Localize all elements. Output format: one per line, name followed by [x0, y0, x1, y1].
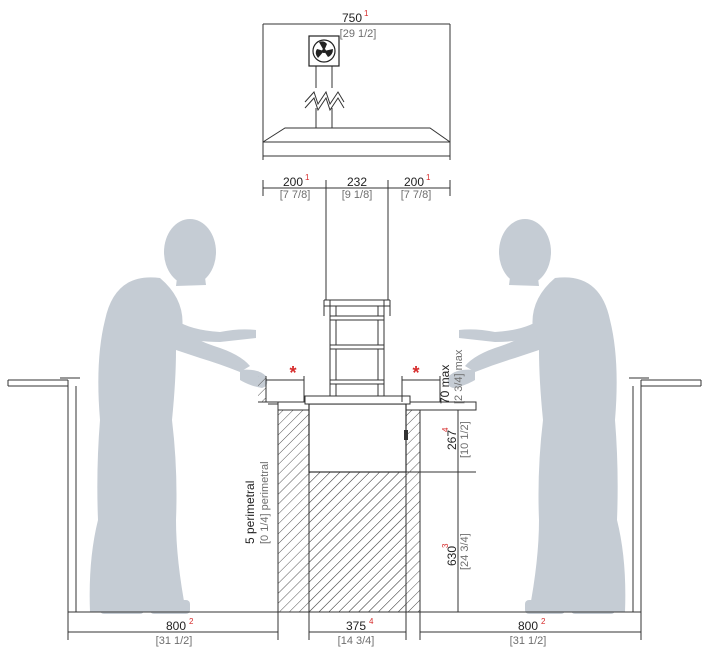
hood-left-in: [7 7/8]	[280, 189, 311, 201]
bottom-left-note: 2	[189, 617, 194, 626]
top-max-mm: 70 max	[438, 365, 452, 404]
clearance-asterisk-right: *	[412, 363, 419, 383]
extractor-fan-icon	[308, 35, 340, 67]
bottom-left-in: [31 1/2]	[156, 635, 193, 647]
bottom-center-mm: 375	[346, 619, 366, 633]
hood-center-in: [9 1/8]	[342, 189, 373, 201]
clearance-asterisk-left: *	[289, 363, 296, 383]
hood-left-note: 1	[305, 173, 310, 182]
hood-center-mm: 232	[347, 175, 367, 189]
bottom-right-note: 2	[541, 617, 546, 626]
hood-right-note: 1	[426, 173, 431, 182]
hood-width-dimension: 750 1 [29 1/2]	[340, 9, 377, 40]
top-max-in: [2 3/4] max	[453, 349, 465, 404]
perimeter-dimension: 5 perimetral [0 1/4] perimetral	[243, 403, 278, 544]
cooking-unit	[304, 299, 411, 473]
unit-height-note: 4	[441, 427, 450, 432]
bottom-right-in: [31 1/2]	[510, 635, 547, 647]
base-height-in: [24 3/4]	[459, 533, 471, 570]
unit-height-mm: 267	[445, 430, 459, 450]
worktop-left	[7, 377, 80, 612]
bottom-dimensions: 800 2 [31 1/2] 375 4 [14 3/4] 800 2 [31 …	[67, 612, 642, 647]
perimeter-in: [0 1/4] perimetral	[259, 461, 271, 544]
unit-height-dimension: 267 4 [10 1/2]	[406, 409, 476, 473]
hood-width-note: 1	[364, 9, 369, 18]
hood-width-in: [29 1/2]	[340, 28, 377, 40]
worktop-right	[629, 377, 702, 612]
clearance-mark-left: *	[258, 363, 305, 402]
clearance-mark-right: *	[401, 363, 441, 402]
extraction-hood	[262, 23, 451, 160]
hood-width-mm: 750	[342, 11, 362, 25]
operator-left-silhouette	[89, 219, 268, 614]
bottom-center-in: [14 3/4]	[338, 635, 375, 647]
bottom-center-note: 4	[369, 617, 374, 626]
bottom-left-mm: 800	[166, 619, 186, 633]
top-max-dimension: 70 max [2 3/4] max	[438, 349, 465, 404]
perimeter-mm: 5 perimetral	[243, 481, 257, 544]
hood-right-in: [7 7/8]	[401, 189, 432, 201]
hood-left-mm: 200	[283, 175, 303, 189]
base-height-mm: 630	[445, 546, 459, 566]
bottom-right-mm: 800	[518, 619, 538, 633]
hood-right-mm: 200	[404, 175, 424, 189]
unit-height-in: [10 1/2]	[459, 421, 471, 458]
operator-right-silhouette	[447, 219, 626, 614]
base-height-dimension: 630 3 [24 3/4]	[420, 472, 476, 613]
hood-section-dimensions: 200 1 [7 7/8] 232 [9 1/8] 200 1 [7 7/8]	[262, 173, 451, 201]
base-height-note: 3	[441, 543, 450, 548]
